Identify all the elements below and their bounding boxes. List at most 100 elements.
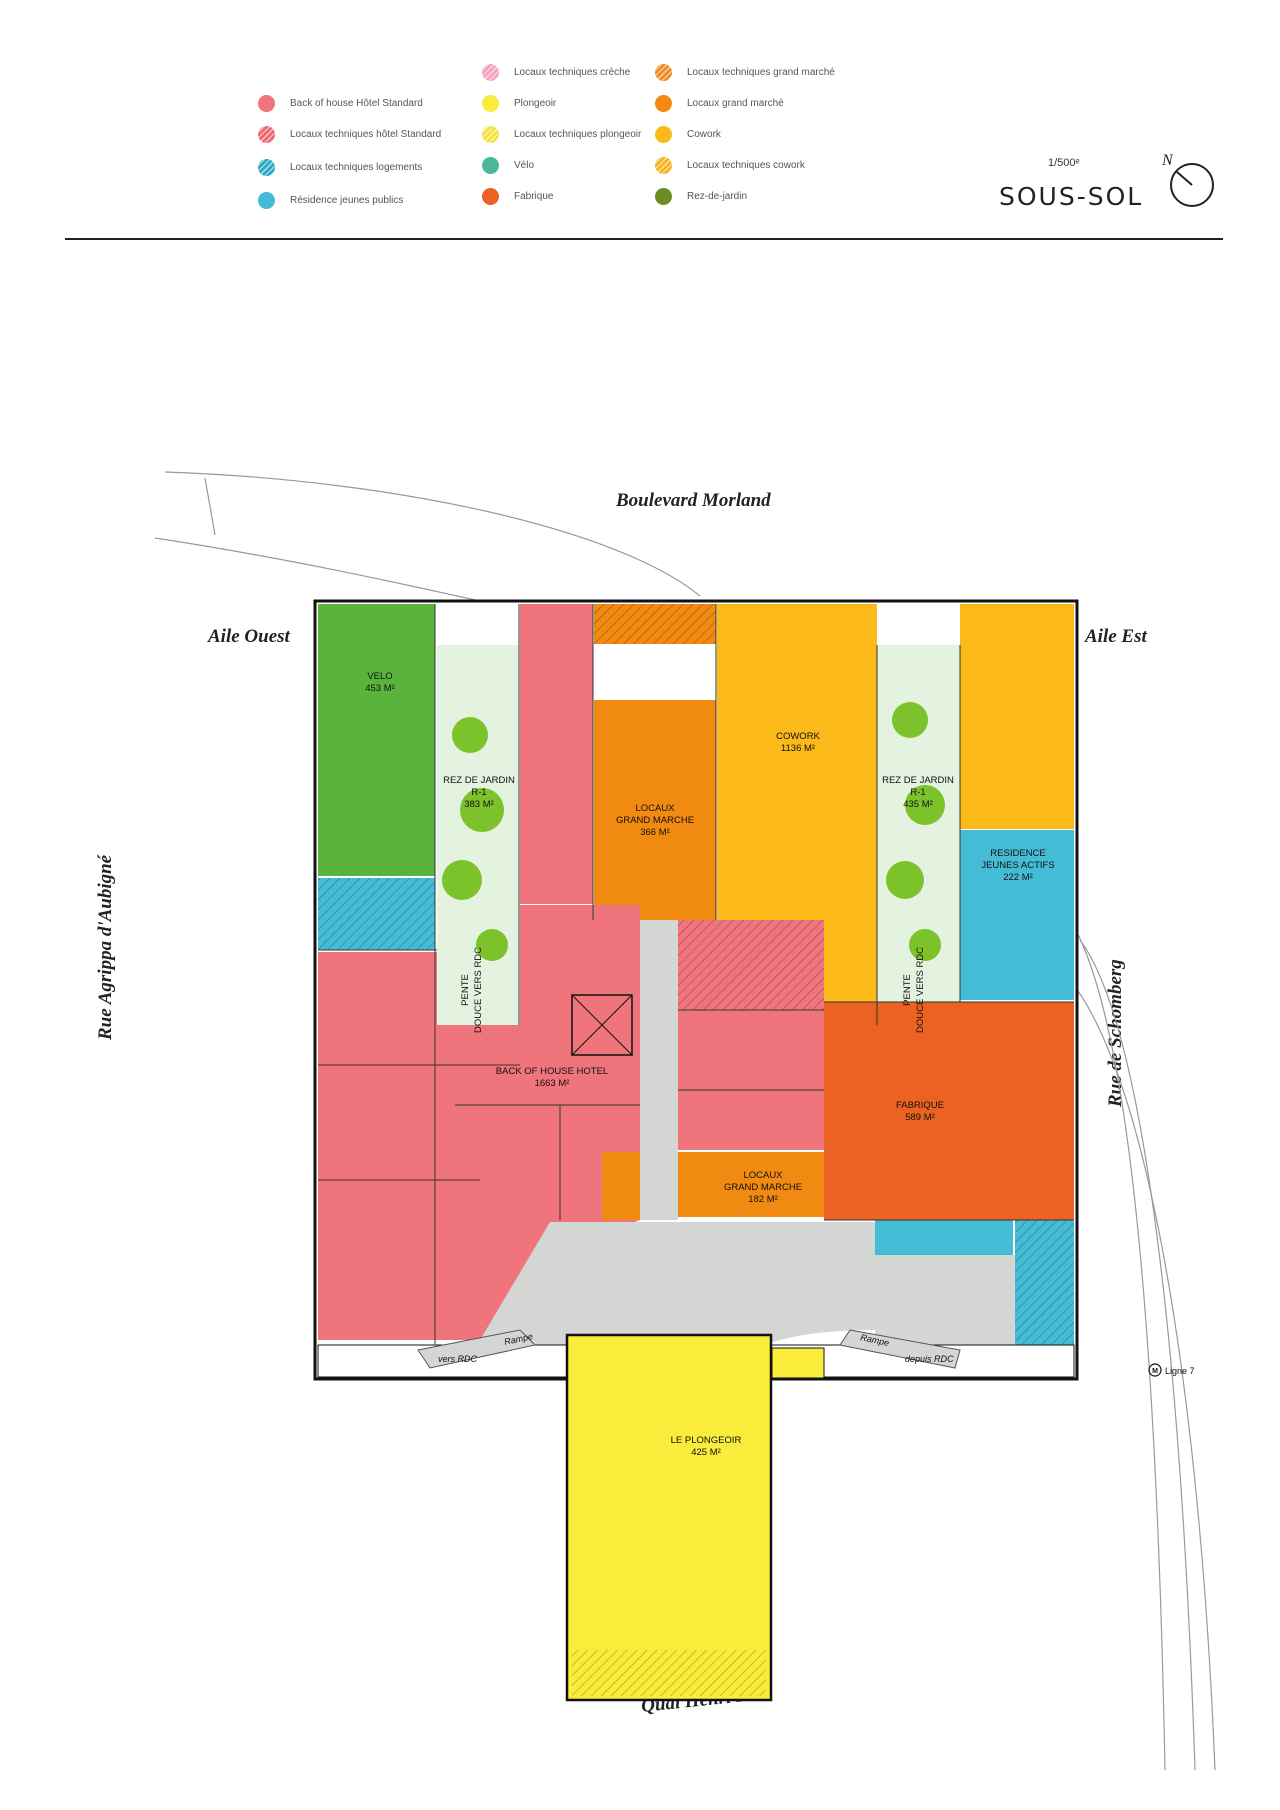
zone-delivery-yard xyxy=(480,1222,875,1360)
legend-swatch xyxy=(482,188,499,205)
street-curve-east-2 xyxy=(1079,939,1196,1771)
legend-swatch xyxy=(258,159,275,176)
legend-item: Back of house Hôtel Standard xyxy=(258,95,423,112)
legend-item: Vélo xyxy=(482,157,534,174)
label-cowork-area: 1136 M² xyxy=(781,743,815,754)
zone-grand-marche-tech-hatch xyxy=(594,604,716,644)
ramp-west xyxy=(417,1329,536,1369)
level-title: SOUS-SOL xyxy=(999,182,1144,211)
label-pente-east-2: DOUCE VERS RDC xyxy=(915,947,926,1033)
label-velo-name: VELO xyxy=(367,671,392,682)
tree-icon xyxy=(909,929,941,961)
label-fabrique-name: FABRIQUE xyxy=(896,1100,944,1111)
label-jardin-west-name: REZ DE JARDIN xyxy=(443,775,515,786)
lift-core-icon xyxy=(571,994,633,1056)
tree-icon xyxy=(905,785,945,825)
zone-residence xyxy=(960,830,1074,1000)
label-plongeoir-name: LE PLONGEOIR xyxy=(671,1435,742,1446)
tree-icon xyxy=(476,929,508,961)
legend-label: Vélo xyxy=(514,160,535,171)
tree-icon xyxy=(892,702,928,738)
label-gm-south-1: LOCAUX xyxy=(743,1170,783,1181)
legend-swatch xyxy=(482,157,499,174)
label-pente-west-2: DOUCE VERS RDC xyxy=(473,947,484,1033)
legend-item: Locaux techniques hôtel Standard xyxy=(258,126,441,143)
label-gm-north-1: LOCAUX xyxy=(635,803,675,814)
label-plongeoir-area: 425 M² xyxy=(691,1447,721,1458)
metro-icon xyxy=(1148,1363,1162,1377)
legend-item: Locaux techniques crèche xyxy=(482,64,630,81)
label-residence-area: 222 M² xyxy=(1003,872,1033,883)
legend-swatch xyxy=(655,188,672,205)
zone-jardin-west xyxy=(437,645,519,1025)
label-gm-south-2: GRAND MARCHE xyxy=(724,1182,802,1193)
tree-icon xyxy=(452,717,488,753)
legend-swatch xyxy=(482,95,499,112)
label-boh-name: BACK OF HOUSE HOTEL xyxy=(496,1066,608,1077)
zone-plongeoir xyxy=(567,1335,771,1700)
legend-swatch xyxy=(655,64,672,81)
legend-swatch xyxy=(482,126,499,143)
north-arrow-icon xyxy=(1170,163,1214,207)
legend-item: Rez-de-jardin xyxy=(655,188,747,205)
tree-icon xyxy=(886,861,924,899)
street-curves xyxy=(154,471,1216,1771)
zone-hotel-north xyxy=(520,604,593,904)
legend: Back of house Hôtel Standard Locaux tech… xyxy=(0,60,1280,220)
legend-label: Locaux techniques plongeoir xyxy=(514,129,642,140)
legend-swatch xyxy=(258,126,275,143)
label-jardin-west-level: R-1 xyxy=(471,787,486,798)
zone-plongeoir-stair xyxy=(771,1347,825,1379)
legend-label: Back of house Hôtel Standard xyxy=(290,98,423,109)
legend-label: Rez-de-jardin xyxy=(687,191,748,202)
label-gm-north-2: GRAND MARCHE xyxy=(616,815,694,826)
legend-swatch xyxy=(655,126,672,143)
label-ramp-east-dest: depuis RDC xyxy=(905,1354,954,1364)
legend-item: Locaux techniques cowork xyxy=(655,157,805,174)
legend-label: Cowork xyxy=(687,129,721,140)
label-residence-2: JEUNES ACTIFS xyxy=(981,860,1054,871)
legend-swatch xyxy=(482,64,499,81)
legend-item: Résidence jeunes publics xyxy=(258,192,403,209)
tree-icon xyxy=(460,788,504,832)
legend-item: Fabrique xyxy=(482,188,553,205)
legend-label: Locaux grand marché xyxy=(687,98,784,109)
zone-grand-marche-south xyxy=(678,1152,824,1217)
ramp-east xyxy=(839,1329,961,1369)
street-curve-east-3 xyxy=(1069,979,1216,1771)
label-cowork-name: COWORK xyxy=(776,731,820,742)
label-jardin-west-area: 383 M² xyxy=(464,799,494,810)
metro-symbol: M xyxy=(1152,1368,1158,1375)
label-gm-south-area: 182 M² xyxy=(748,1194,778,1205)
zone-tech-logements-hatch xyxy=(318,878,435,950)
street-curve-north-1 xyxy=(164,471,701,597)
legend-swatch xyxy=(258,95,275,112)
legend-label: Locaux techniques logements xyxy=(290,162,423,173)
label-pente-west-1: PENTE xyxy=(460,974,471,1006)
zone-residence-se xyxy=(875,1220,1013,1255)
legend-label: Locaux techniques cowork xyxy=(687,160,805,171)
label-boh-area: 1663 M² xyxy=(535,1078,570,1089)
label-ramp-west-dest: vers RDC xyxy=(438,1354,478,1364)
legend-label: Locaux techniques grand marché xyxy=(687,67,835,78)
legend-item: Locaux techniques plongeoir xyxy=(482,126,641,143)
zone-cowork-east xyxy=(960,604,1074,829)
street-curve-north-2 xyxy=(154,537,521,611)
scale-label: 1/500ᵉ xyxy=(1048,157,1080,169)
zone-grand-marche-north xyxy=(594,700,716,920)
wing-west: Aile Ouest xyxy=(208,626,290,647)
label-jardin-east-level: R-1 xyxy=(910,787,925,798)
tree-icon xyxy=(442,860,482,900)
legend-swatch xyxy=(655,157,672,174)
zone-tech-logements-se-hatch xyxy=(1015,1220,1074,1345)
zone-hotel-central-hatch xyxy=(678,920,824,1010)
legend-item: Plongeoir xyxy=(482,95,556,112)
legend-label: Locaux techniques crèche xyxy=(514,67,631,78)
zone-fabrique xyxy=(824,1002,1074,1220)
legend-swatch xyxy=(655,95,672,112)
legend-swatch xyxy=(258,192,275,209)
label-residence-1: RESIDENCE xyxy=(990,848,1045,859)
legend-item: Locaux grand marché xyxy=(655,95,784,112)
zone-plongeoir-outline xyxy=(565,1333,773,1702)
